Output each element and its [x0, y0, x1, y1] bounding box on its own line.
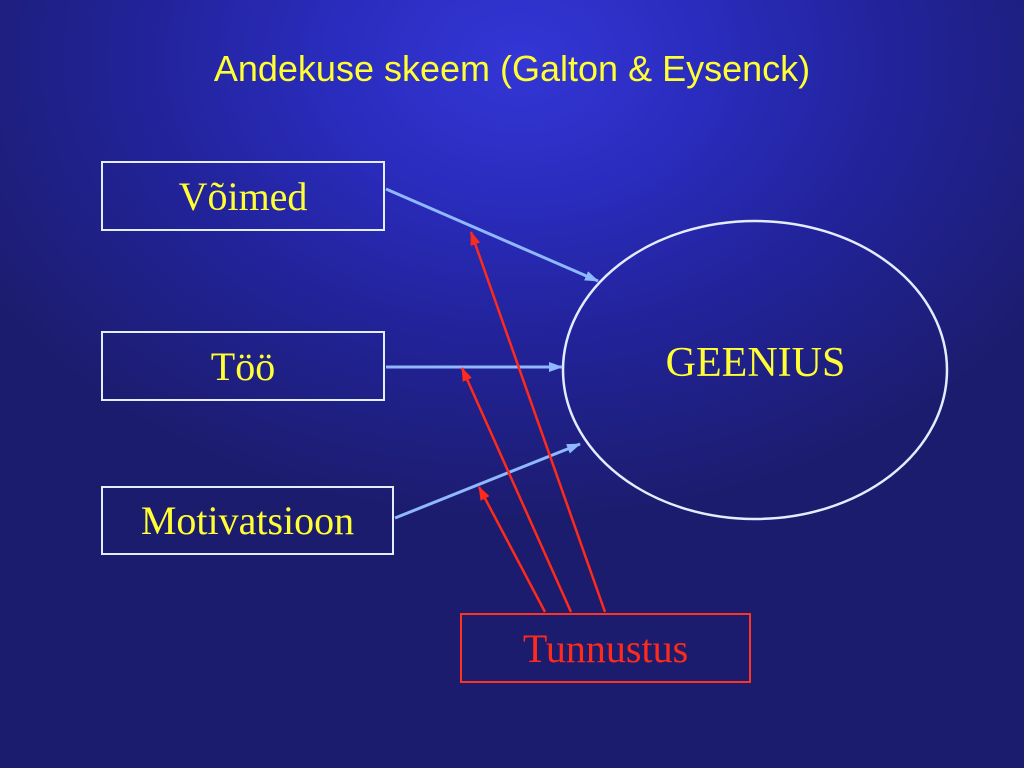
factor-box-too: Töö — [101, 331, 385, 401]
factor-label-motivatsioon: Motivatsioon — [140, 498, 355, 543]
slide-title: Andekuse skeem (Galton & Eysenck) — [213, 48, 811, 89]
arrow-tunnustus-to-too-edge — [460, 367, 573, 613]
modifier-box-tunnustus: Tunnustus — [460, 613, 751, 683]
arrow-voimed-to-geenius — [385, 187, 599, 283]
arrow-tunnustus-to-voimed-edge — [469, 231, 607, 613]
factor-box-voimed: Võimed — [101, 161, 385, 231]
arrow-tunnustus-to-motivatsioon-edge — [477, 486, 547, 613]
modifier-label: Tunnustus — [522, 625, 689, 671]
factor-box-motivatsioon: Motivatsioon — [101, 486, 394, 555]
geenius-ellipse — [561, 219, 949, 521]
arrow-motivatsioon-to-geenius — [394, 442, 581, 520]
outcome-label: GEENIUS — [665, 340, 846, 386]
factor-label-voimed: Võimed — [178, 173, 308, 219]
factor-label-too: Töö — [210, 343, 276, 389]
